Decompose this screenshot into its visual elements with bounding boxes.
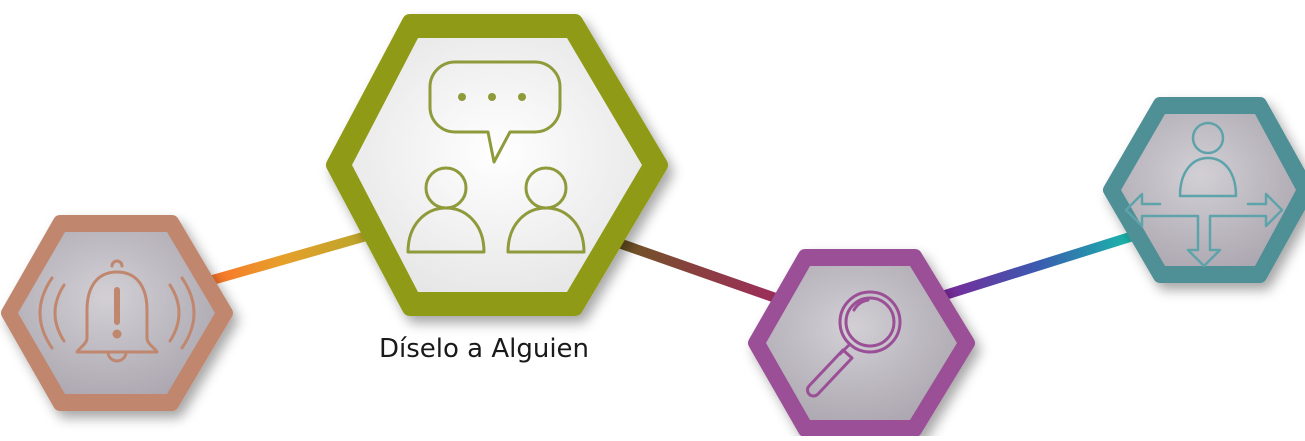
talk-node[interactable]	[326, 14, 668, 316]
talk-node-caption: Díselo a Alguien	[378, 334, 590, 364]
connector-search-choice	[940, 232, 1135, 300]
decision-arrows-icon	[1124, 121, 1284, 268]
magnifier-icon	[806, 290, 902, 398]
alarm-bell-icon	[38, 259, 196, 363]
choice-node[interactable]	[1103, 97, 1305, 283]
connector-talk-search	[605, 235, 795, 308]
conversation-icon	[406, 60, 586, 254]
connector-alert-talk	[190, 230, 375, 290]
